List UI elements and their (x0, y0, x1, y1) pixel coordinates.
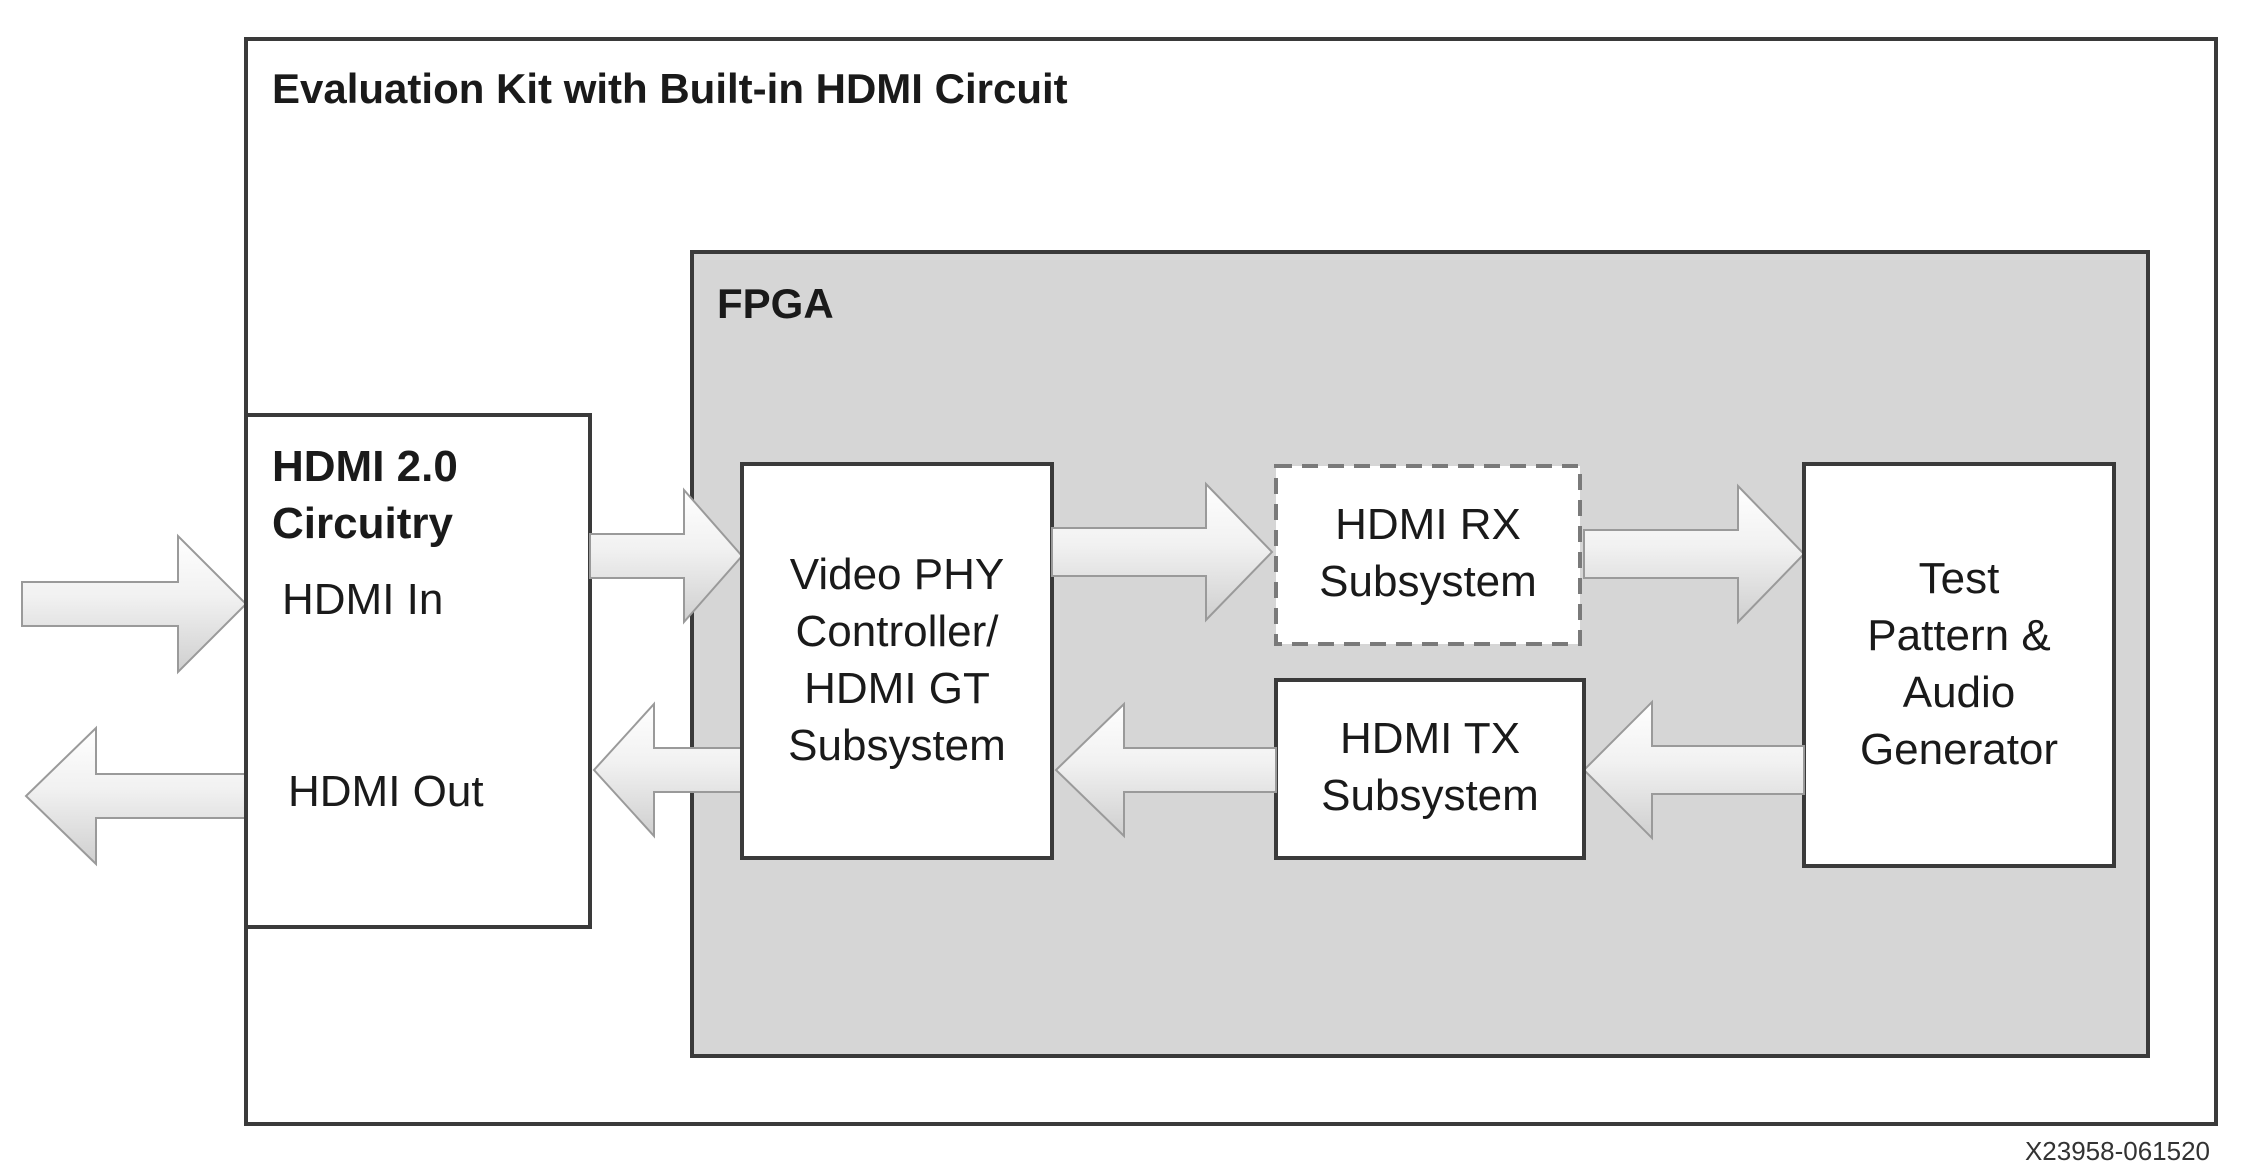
video-phy-label: Video PHY (790, 550, 1004, 599)
evaluation-kit-title: Evaluation Kit with Built-in HDMI Circui… (272, 65, 1068, 112)
hdmi-tx-subsystem-box (1274, 678, 1586, 860)
hdmi-tx-label: HDMI TX (1340, 714, 1520, 763)
hdmi-circuitry-title: HDMI 2.0 (272, 442, 458, 491)
hdmi-tx-label: Subsystem (1321, 771, 1539, 820)
fpga-label: FPGA (717, 280, 834, 327)
phy-to-circuitry-arrow (592, 701, 743, 839)
hdmi-in-label: HDMI In (282, 575, 443, 624)
tx-to-phy-arrow (1054, 701, 1277, 839)
test-pattern-label: Generator (1860, 725, 2058, 774)
figure-id-label: X23958-061520 (2025, 1136, 2210, 1166)
video-phy-controller-box (740, 462, 1054, 860)
test-pattern-label: Audio (1903, 668, 2016, 717)
generator-to-tx-arrow (1582, 699, 1805, 841)
video-phy-label: Controller/ (796, 607, 1000, 656)
hdmi-in-external-arrow (21, 533, 248, 675)
phy-to-rx-arrow (1051, 481, 1274, 623)
hdmi-out-external-arrow (24, 725, 247, 867)
hdmi-circuitry-title: Circuitry (272, 499, 453, 548)
video-phy-label: Subsystem (788, 721, 1006, 770)
rx-to-generator-arrow (1583, 483, 1806, 625)
hdmi-rx-label: Subsystem (1319, 557, 1537, 606)
video-phy-label: HDMI GT (804, 664, 990, 713)
hdmi-out-label: HDMI Out (288, 767, 484, 816)
test-pattern-label: Pattern & (1867, 611, 2050, 660)
hdmi-rx-label: HDMI RX (1335, 500, 1521, 549)
test-pattern-label: Test (1919, 554, 2000, 603)
hdmi-rx-subsystem-box (1274, 464, 1582, 646)
hdmi-circuitry-box (244, 413, 592, 929)
test-pattern-generator-box (1802, 462, 2116, 868)
circuitry-to-phy-arrow (589, 487, 744, 625)
